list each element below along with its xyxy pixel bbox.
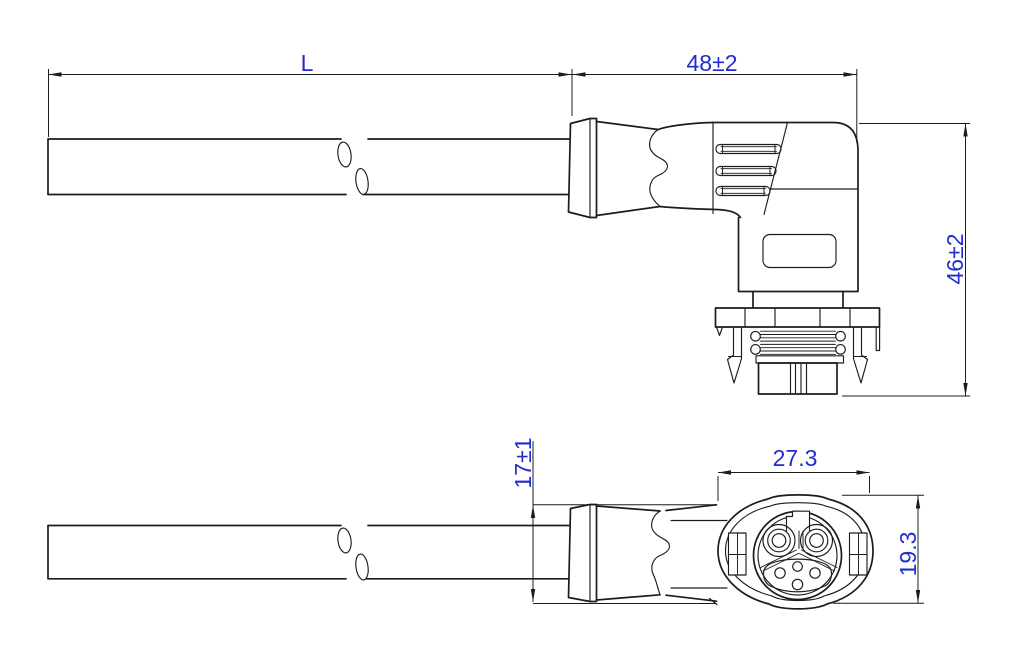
- keying-notch: [785, 510, 811, 532]
- plug-cylinder: [757, 362, 838, 395]
- housing-label-recess: [762, 233, 837, 269]
- overmold-sleeve: [595, 120, 742, 219]
- connector-housing: [712, 121, 859, 293]
- signal-contact-island: [762, 558, 833, 593]
- connector-face: [717, 494, 874, 610]
- cable-break-symbol: [337, 527, 369, 581]
- sector-dividers: [760, 549, 838, 572]
- locking-latch-right: [852, 326, 869, 384]
- dim-label-face-height: 19.3: [895, 532, 921, 577]
- bend-relief-boot: [567, 117, 598, 219]
- locking-latch-left: [726, 326, 743, 384]
- dimension-cable-length: L: [48, 50, 573, 137]
- signal-contacts: [774, 561, 821, 591]
- housing-body: [595, 503, 728, 606]
- dimension-face-height: 19.3: [833, 494, 924, 604]
- dimensions: L 48±2 46±2 17±1 27.: [48, 50, 970, 604]
- dim-label-boot-diameter: 17±1: [510, 438, 536, 489]
- dimension-connector-height: 46±2: [842, 123, 970, 397]
- dim-label-connector-height: 46±2: [942, 234, 968, 285]
- dimension-connector-length: 48±2: [572, 50, 858, 143]
- front-view: [47, 494, 874, 610]
- bend-relief-boot: [567, 503, 598, 603]
- power-contact-right: [799, 523, 834, 558]
- coupling-spring: [750, 330, 846, 364]
- power-contact-left: [762, 523, 796, 558]
- side-key-tab-left: [727, 532, 747, 576]
- side-view: [47, 117, 881, 395]
- cable: [47, 138, 570, 196]
- center-divider: [798, 530, 804, 549]
- cable-break-symbol: [337, 141, 369, 195]
- sleeve-wave-joint: [651, 510, 671, 596]
- sleeve-wave-joint: [648, 128, 669, 208]
- dim-label-cable-length: L: [301, 50, 314, 76]
- dimension-face-width: 27.3: [717, 445, 870, 501]
- mounting-flange: [714, 307, 881, 352]
- grip-ribs: [715, 143, 782, 197]
- cable: [47, 524, 570, 581]
- side-key-tab-right: [848, 532, 868, 576]
- coupling-neck: [752, 290, 844, 309]
- dim-label-face-width: 27.3: [773, 445, 818, 471]
- dimension-boot-diameter: 17±1: [510, 438, 716, 604]
- dim-label-connector-length: 48±2: [687, 50, 738, 76]
